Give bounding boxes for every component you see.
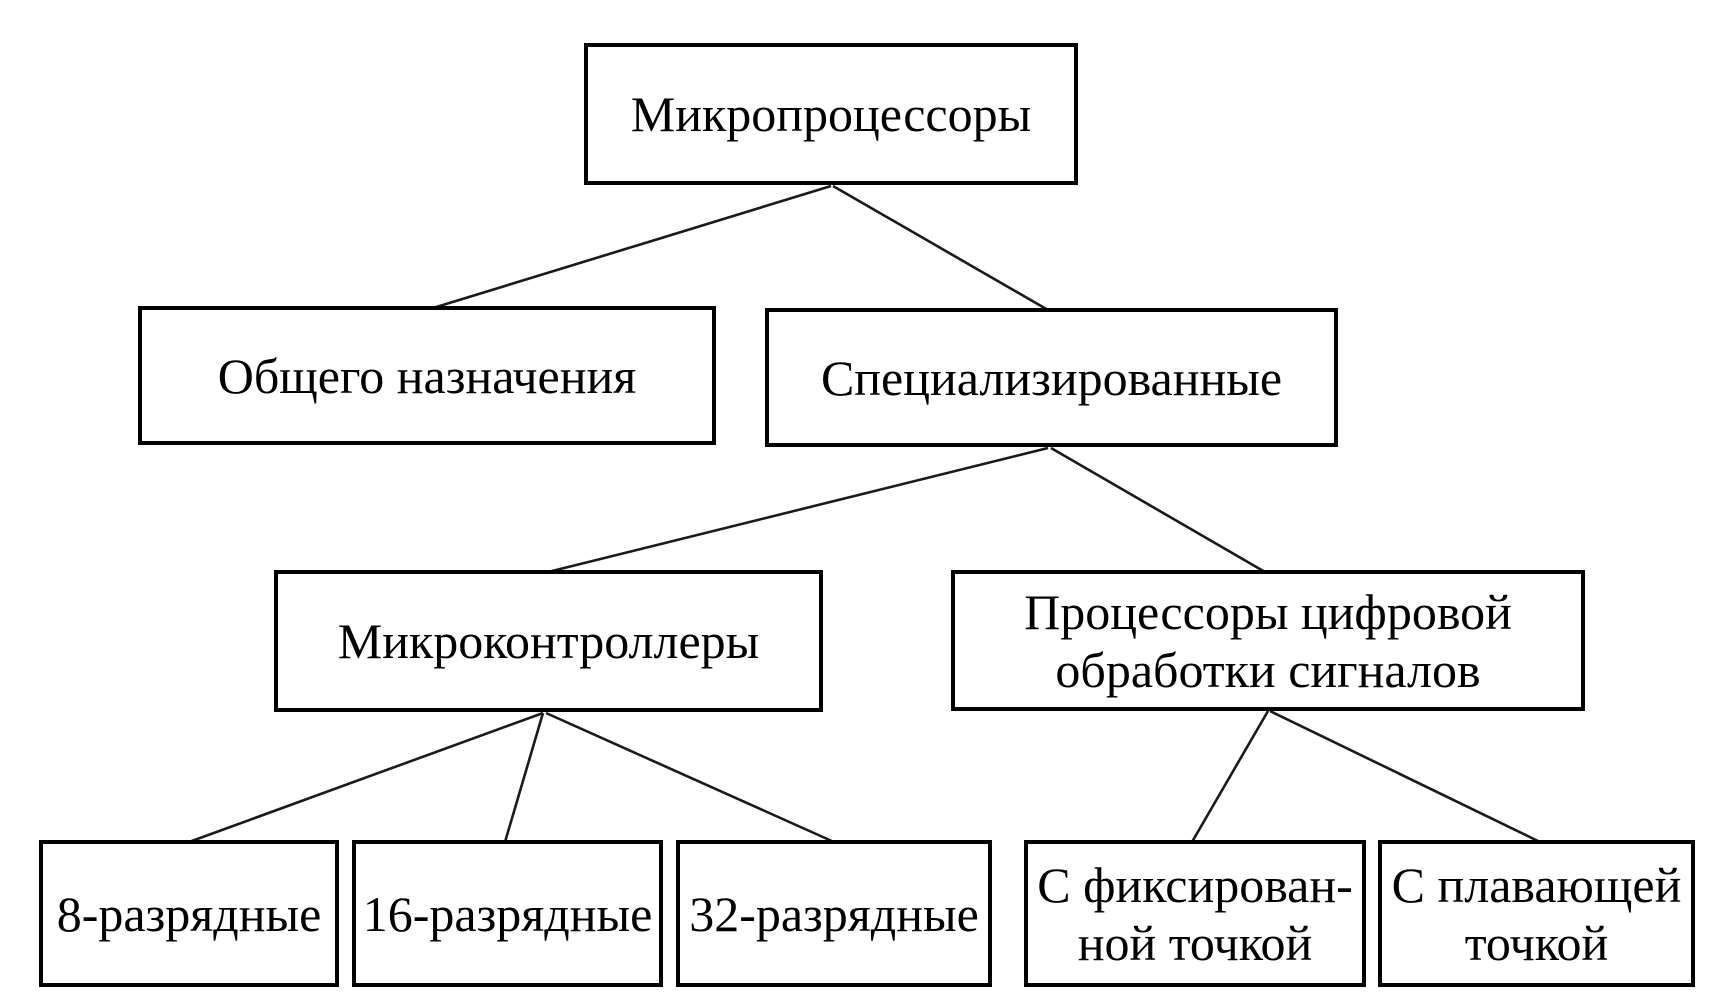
node-fixed-point-label: С фиксирован- ной точкой [1037, 856, 1353, 971]
node-digital-signal-processors: Процессоры цифровой обработки сигналов [951, 570, 1585, 711]
connector-specialized-mcu [547, 446, 1049, 574]
connector-specialized-dsp [1050, 446, 1266, 574]
node-microcontrollers: Микроконтроллеры [274, 570, 823, 712]
connector-root-general [432, 184, 832, 310]
node-microprocessors-label: Микропроцессоры [630, 86, 1032, 142]
node-general-purpose-label: Общего назначения [217, 347, 637, 404]
node-microprocessors: Микропроцессоры [584, 43, 1078, 185]
node-specialized: Специализированные [765, 308, 1338, 447]
node-general-purpose: Общего назначения [138, 306, 716, 445]
node-specialized-label: Специализированные [820, 349, 1283, 406]
node-16-bit-label: 16-разрядные [362, 885, 653, 942]
connector-mcu-bit8 [188, 711, 544, 844]
connector-mcu-bit16 [503, 712, 545, 843]
node-floating-point-label: С плавающей точкой [1391, 856, 1682, 971]
node-16-bit: 16-разрядные [352, 840, 663, 987]
node-8-bit: 8-разрядные [39, 840, 339, 987]
connector-dsp-fixed-point [1190, 710, 1270, 843]
node-8-bit-label: 8-разрядные [56, 885, 322, 942]
connector-dsp-floating-point [1269, 709, 1541, 844]
node-microcontrollers-label: Микроконтроллеры [337, 613, 760, 669]
node-32-bit: 32-разрядные [676, 840, 992, 987]
node-fixed-point: С фиксирован- ной точкой [1024, 840, 1366, 987]
node-digital-signal-processors-label: Процессоры цифровой обработки сигналов [1024, 583, 1512, 698]
node-32-bit-label: 32-разрядные [689, 885, 979, 942]
node-floating-point: С плавающей точкой [1378, 840, 1695, 987]
connector-root-specialized [832, 184, 1049, 312]
connector-mcu-bit32 [545, 711, 835, 844]
